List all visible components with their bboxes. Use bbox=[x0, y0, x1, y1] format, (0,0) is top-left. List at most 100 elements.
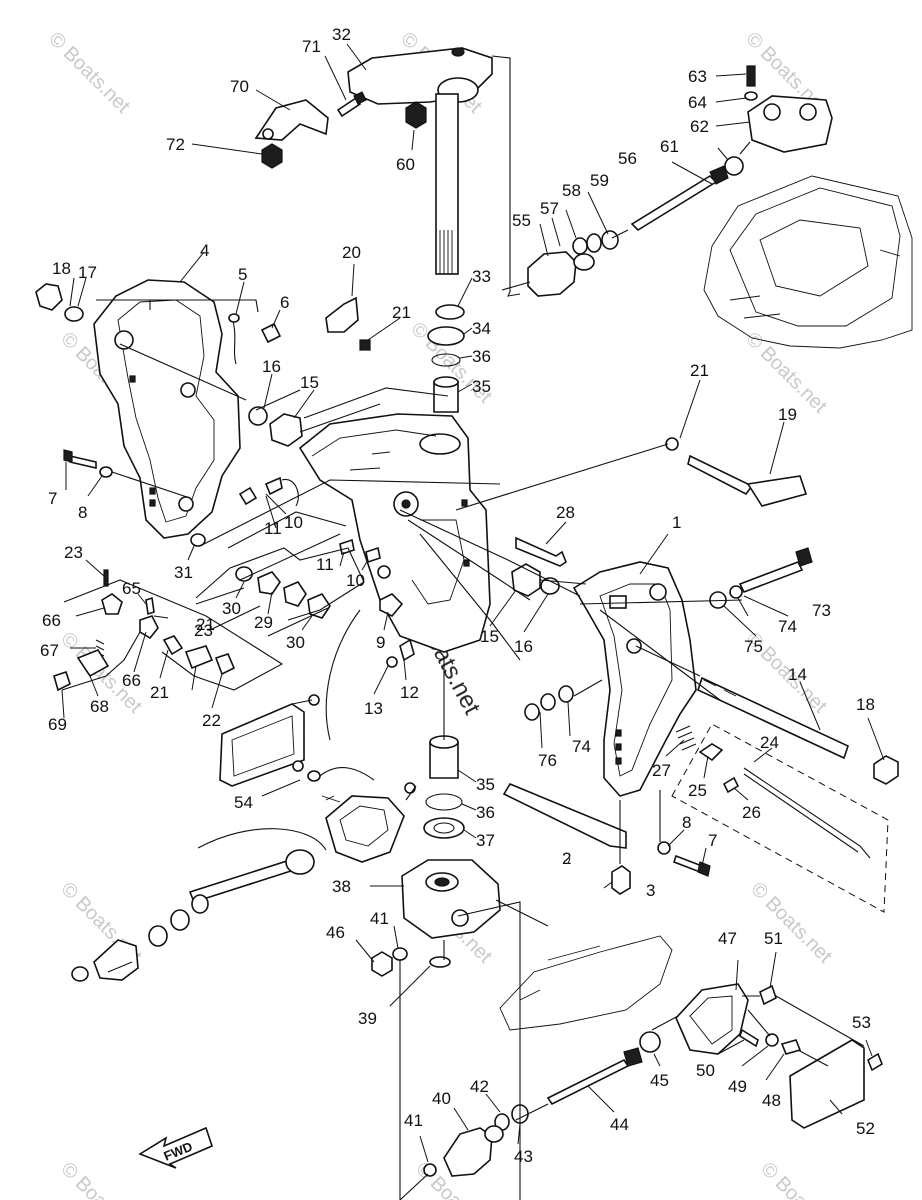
clamp-block-part-62 bbox=[747, 95, 833, 153]
part-label: 5 bbox=[238, 265, 247, 284]
pin-part-28 bbox=[515, 536, 567, 567]
part-label: 21 bbox=[150, 683, 169, 702]
part-label: 75 bbox=[744, 637, 763, 656]
part-label: 44 bbox=[610, 1115, 629, 1134]
part-label: 2 bbox=[562, 849, 571, 868]
part-label: 49 bbox=[728, 1077, 747, 1096]
part-label: 62 bbox=[690, 117, 709, 136]
part-label: 30 bbox=[222, 599, 241, 618]
part-label: 74 bbox=[572, 737, 591, 756]
part-label: 9 bbox=[376, 633, 385, 652]
bolt-part-73 bbox=[738, 560, 804, 594]
part-label: 25 bbox=[688, 781, 707, 800]
part-label: 35 bbox=[472, 377, 491, 396]
fwd-arrow-icon: FWD bbox=[138, 1126, 213, 1169]
part-label: 66 bbox=[42, 611, 61, 630]
part-label: 22 bbox=[202, 711, 221, 730]
part-label: 30 bbox=[286, 633, 305, 652]
part-label: 3 bbox=[646, 881, 655, 900]
steering-shaft bbox=[435, 93, 459, 275]
part-label: 15 bbox=[480, 627, 499, 646]
part-label: 8 bbox=[78, 503, 87, 522]
part-drawings: FWD bbox=[35, 47, 913, 1177]
part-label: 34 bbox=[472, 319, 491, 338]
part-label: 16 bbox=[514, 637, 533, 656]
watermark: © Boats.net bbox=[746, 878, 836, 968]
part-label: 23 bbox=[194, 621, 213, 640]
part-label: 60 bbox=[396, 155, 415, 174]
part-label: 11 bbox=[264, 519, 282, 538]
part-label: 21 bbox=[392, 303, 411, 322]
part-labels: 1 2 3 4 5 6 7 7 8 8 9 10 10 11 11 12 13 … bbox=[40, 25, 875, 1166]
part-label: 21 bbox=[690, 361, 709, 380]
part-label: 67 bbox=[40, 641, 59, 660]
rubber-mount-part-40 bbox=[443, 1127, 493, 1177]
part-label: 18 bbox=[52, 259, 71, 278]
part-label: 31 bbox=[174, 563, 193, 582]
part-label: 38 bbox=[332, 877, 351, 896]
part-label: 58 bbox=[562, 181, 581, 200]
part-label: 46 bbox=[326, 923, 345, 942]
part-label: 56 bbox=[618, 149, 637, 168]
part-label: 51 bbox=[764, 929, 783, 948]
long-bolt-part-44 bbox=[546, 1058, 630, 1106]
part-label: 53 bbox=[852, 1013, 871, 1032]
part-label: 7 bbox=[708, 831, 717, 850]
part-label: 16 bbox=[262, 357, 281, 376]
part-label: 48 bbox=[762, 1091, 781, 1110]
part-label: 20 bbox=[342, 243, 361, 262]
leader-lines bbox=[61, 43, 885, 1163]
part-label: 6 bbox=[280, 293, 289, 312]
bracket-plate-part-70 bbox=[254, 99, 329, 141]
guide-lines bbox=[61, 55, 889, 1200]
part-label: 15 bbox=[300, 373, 319, 392]
part-label: 19 bbox=[778, 405, 797, 424]
part-label: 10 bbox=[284, 513, 303, 532]
part-label: 72 bbox=[166, 135, 185, 154]
part-label: 29 bbox=[254, 613, 273, 632]
part-label: 54 bbox=[234, 793, 253, 812]
part-label: 39 bbox=[358, 1009, 377, 1028]
part-label: 50 bbox=[696, 1061, 715, 1080]
part-label: 52 bbox=[856, 1119, 875, 1138]
bushing-part-15 bbox=[269, 413, 303, 447]
mount-bracket-part-47 bbox=[675, 983, 749, 1055]
part-label: 70 bbox=[230, 77, 249, 96]
part-label: 57 bbox=[540, 199, 559, 218]
watermark: © Boats.net bbox=[44, 28, 134, 118]
part-label: 21 bbox=[196, 615, 215, 634]
part-label: 17 bbox=[78, 263, 97, 282]
clamp-bracket-part-1 bbox=[572, 561, 697, 797]
part-label: 74 bbox=[778, 617, 797, 636]
watermark: © Boats.net bbox=[756, 1158, 846, 1200]
part-label: 69 bbox=[48, 715, 67, 734]
part-label: 43 bbox=[514, 1147, 533, 1166]
part-label: 71 bbox=[302, 37, 321, 56]
part-label: 66 bbox=[122, 671, 141, 690]
part-label: 33 bbox=[472, 267, 491, 286]
rubber-mount-part-55 bbox=[527, 251, 577, 297]
part-label: 41 bbox=[404, 1111, 423, 1130]
part-label: 11 bbox=[316, 555, 334, 574]
swivel-housing bbox=[298, 413, 491, 653]
part-label: 8 bbox=[682, 813, 691, 832]
long-bolt-part-56 bbox=[630, 174, 718, 232]
part-label: 13 bbox=[364, 699, 383, 718]
part-label: 35 bbox=[476, 775, 495, 794]
rod-part-19 bbox=[687, 454, 754, 496]
part-label: 7 bbox=[48, 489, 57, 508]
part-label: 18 bbox=[856, 695, 875, 714]
part-label: 37 bbox=[476, 831, 495, 850]
part-label: 36 bbox=[472, 347, 491, 366]
part-label: 4 bbox=[200, 241, 209, 260]
part-label: 23 bbox=[64, 543, 83, 562]
part-label: 36 bbox=[476, 803, 495, 822]
part-label: 65 bbox=[122, 579, 141, 598]
part-label: 1 bbox=[672, 513, 681, 532]
part-label: 24 bbox=[760, 733, 779, 752]
part-label: 45 bbox=[650, 1071, 669, 1090]
part-label: 63 bbox=[688, 67, 707, 86]
part-label: 59 bbox=[590, 171, 609, 190]
part-label: 41 bbox=[370, 909, 389, 928]
